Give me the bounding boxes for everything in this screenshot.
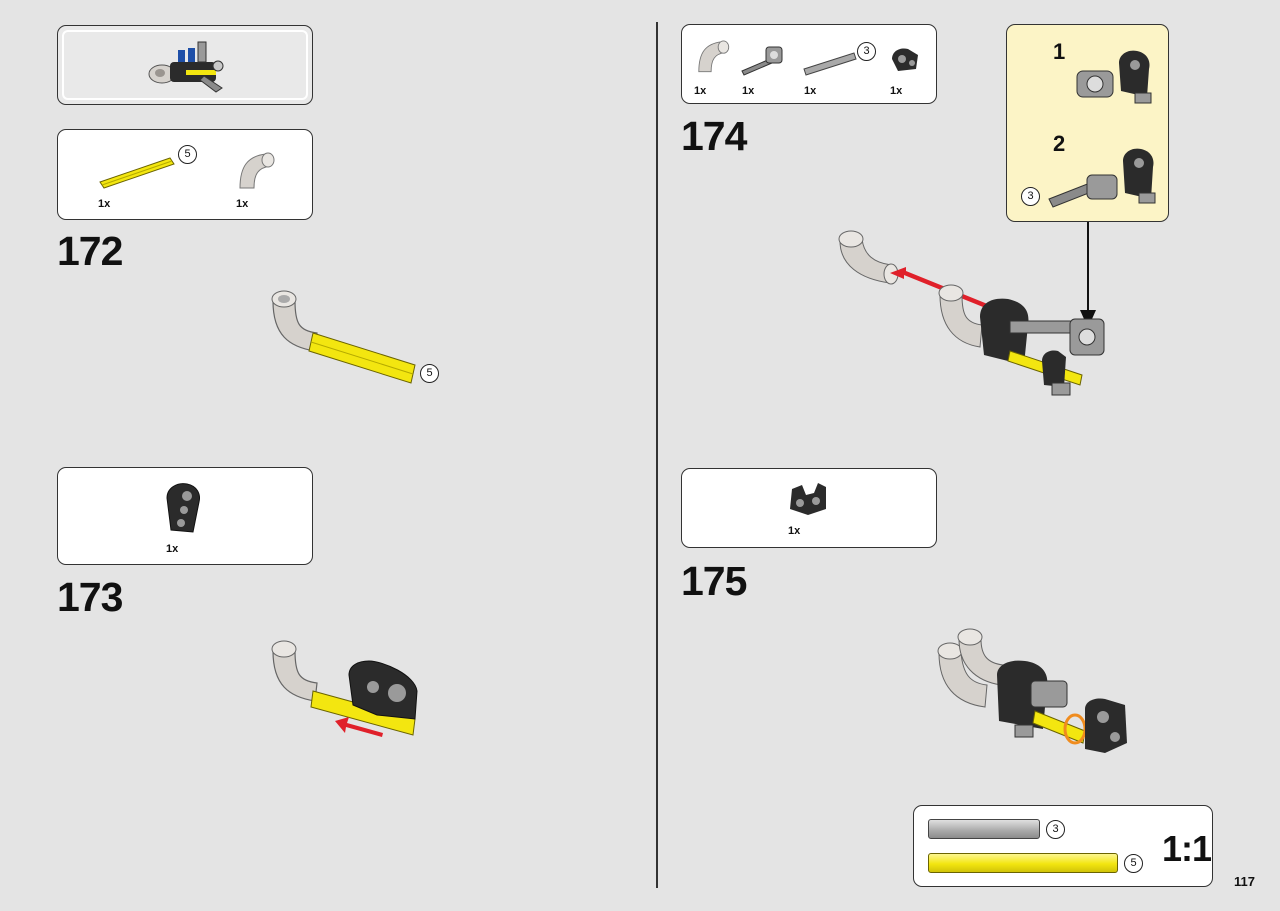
step-172-assembly [271,290,416,384]
page-number: 117 [1234,874,1255,889]
substep-number: 1 [1053,39,1066,64]
subassembly-step-1-art [1076,50,1152,104]
part-quantity: 1x [804,85,817,97]
bent-connector-icon [239,152,275,189]
step-175-parts-box: 1x [681,468,937,548]
step-174-assembly [838,230,1105,396]
previous-model-thumbnail [148,41,224,93]
step-175-assembly [937,628,1127,753]
axle-length-badge: 3 [857,42,876,61]
axle-length-badge: 5 [1124,854,1143,873]
part-quantity: 1x [98,198,111,210]
step-174-parts-box: 1x 1x 3 1x 1x [681,24,937,104]
step-number: 173 [57,574,123,620]
subassembly-box: 1 2 3 [1006,24,1169,222]
subassembly-step-2-art [1048,148,1156,208]
part-quantity: 1x [742,85,755,97]
thick-liftarm-icon [790,483,826,515]
ruler-gray-axle [928,819,1040,839]
cross-block-icon [741,46,783,76]
thick-liftarm-icon [166,483,200,533]
axle-length-badge: 3 [1021,187,1040,206]
part-quantity: 1x [694,85,707,97]
page-divider [656,22,658,888]
scale-label: 1:1 [1162,828,1212,869]
part-quantity: 1x [166,543,179,555]
thick-liftarm-icon [892,48,918,71]
step-number: 174 [681,113,747,159]
step-173-assembly [271,640,418,737]
model-thumbnail-box [57,25,313,105]
part-quantity: 1x [890,85,903,97]
push-arrow-icon [890,267,990,309]
step-number: 172 [57,228,123,274]
scale-box: 3 5 1:1 [913,805,1213,887]
axle-length-badge: 5 [420,364,439,383]
bent-connector-icon [698,40,730,73]
step-number: 175 [681,558,747,604]
part-quantity: 1x [788,525,801,537]
step-172-parts-box: 5 1x 1x [57,129,313,220]
axle-length-badge: 3 [1046,820,1065,839]
axle-icon [803,52,857,76]
ruler-yellow-axle [928,853,1118,873]
substep-number: 2 [1053,131,1066,156]
push-arrow-icon [335,717,383,737]
axle-length-badge: 5 [178,145,197,164]
axle-icon [99,157,175,189]
part-quantity: 1x [236,198,249,210]
step-173-parts-box: 1x [57,467,313,565]
